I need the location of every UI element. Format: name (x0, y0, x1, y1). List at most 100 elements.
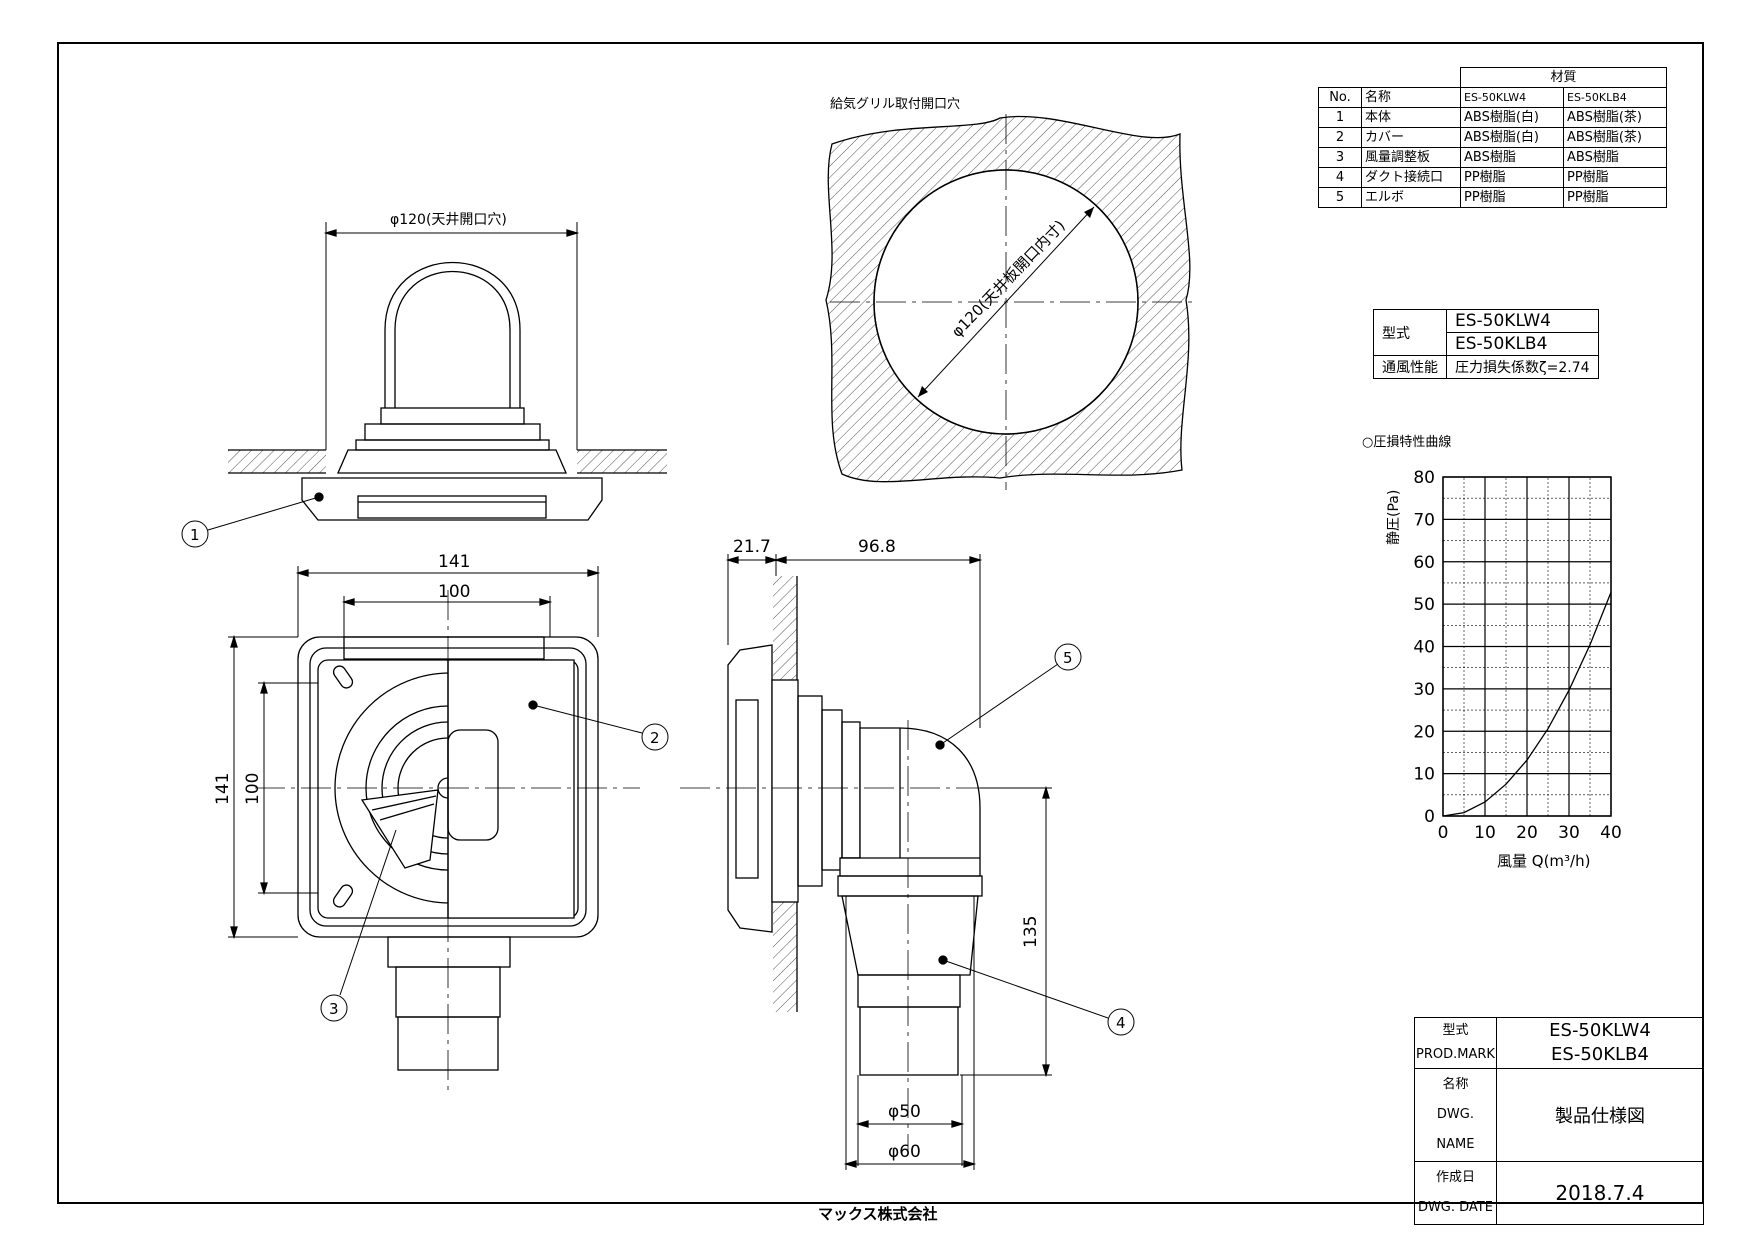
grille-opening-title: 給気グリル取付開口穴 (830, 96, 960, 112)
row-no: 2 (1318, 127, 1362, 148)
chart-series (1443, 592, 1611, 816)
spec-model-row: 型式 ES-50KLW4 (1373, 309, 1599, 356)
dim-135: 135 (1021, 916, 1041, 948)
chart-y-tick-label: 80 (1413, 468, 1435, 488)
model-label-en: PROD.MARK (1416, 1047, 1495, 1062)
row-no: 5 (1318, 187, 1362, 208)
chart-y-tick-label: 10 (1413, 765, 1435, 785)
row-material-b: ABS樹脂(茶) (1563, 127, 1667, 148)
row-name: 風量調整板 (1361, 147, 1461, 168)
chart-ticks: 0 10 20 30 40 50 60 70 80 0 10 20 30 40 (1413, 468, 1621, 843)
title-block-date-row: 作成日 DWG. DATE 2018.7.4 (1414, 1161, 1705, 1225)
model-value-2: ES-50KLB4 (1551, 1044, 1649, 1065)
row-name: 本体 (1361, 107, 1461, 128)
chart-x-tick-label: 40 (1600, 823, 1622, 843)
pressure-loss-chart: ○圧損特性曲線 静圧(Pa) 風量 Q(m³/h) 0 10 20 30 40 50 60 7… (1362, 434, 1622, 870)
part-callout-2: 2 (650, 729, 660, 747)
col-model-b: ES-50KLB4 (1563, 87, 1667, 108)
front-view (228, 566, 669, 1090)
company-name: マックス株式会社 (818, 1205, 938, 1223)
top-view (181, 222, 667, 548)
model-value-1: ES-50KLW4 (1549, 1020, 1651, 1041)
spec-model-2: ES-50KLB4 (1446, 332, 1599, 356)
row-material-w: ABS樹脂 (1460, 147, 1564, 168)
date-value: 2018.7.4 (1495, 1161, 1705, 1225)
dim-21-7: 21.7 (733, 537, 771, 557)
table-row: 4 ダクト接続口 PP樹脂 PP樹脂 (1318, 167, 1667, 188)
chart-y-tick-label: 40 (1413, 638, 1435, 658)
row-no: 4 (1318, 167, 1362, 188)
material-header: 材質 (1460, 67, 1667, 88)
part-callout-3: 3 (329, 1000, 339, 1018)
table-row: 3 風量調整板 ABS樹脂 ABS樹脂 (1318, 147, 1667, 168)
row-material-b: ABS樹脂(茶) (1563, 107, 1667, 128)
spec-model-1: ES-50KLW4 (1446, 309, 1599, 333)
board-opening-dim: φ120(天井板開口内寸) (948, 217, 1069, 341)
col-name: 名称 (1361, 87, 1461, 108)
row-material-w: PP樹脂 (1460, 167, 1564, 188)
date-label-jp: 作成日 (1435, 1170, 1475, 1185)
row-material-w: ABS樹脂(白) (1460, 107, 1564, 128)
title-block: 型式 PROD.MARK ES-50KLW4 ES-50KLB4 名称 DWG.… (1414, 1017, 1705, 1225)
row-material-b: PP樹脂 (1563, 187, 1667, 208)
spec-table: 型式 ES-50KLW4 ES-50KLB4 通風性能 圧力損失係数ζ=2.74 (1373, 309, 1599, 379)
chart-x-tick-label: 30 (1558, 823, 1580, 843)
table-row: 5 エルボ PP樹脂 PP樹脂 (1318, 187, 1667, 208)
title-block-name-row: 名称 DWG. NAME 製品仕様図 (1414, 1068, 1705, 1162)
col-no: No. (1318, 87, 1362, 108)
chart-y-tick-label: 70 (1413, 510, 1435, 530)
name-label-en: DWG. NAME (1436, 1107, 1475, 1152)
side-view (680, 554, 1135, 1170)
parts-table: 材質 No. 名称 ES-50KLW4 ES-50KLB4 1 本体 ABS樹脂… (1318, 67, 1667, 208)
sheet-border (57, 42, 1704, 1204)
chart-y-axis-label: 静圧(Pa) (1386, 490, 1402, 545)
row-material-w: PP樹脂 (1460, 187, 1564, 208)
part-callout-5: 5 (1063, 649, 1073, 667)
chart-x-tick-label: 0 (1438, 823, 1449, 843)
row-material-w: ABS樹脂(白) (1460, 127, 1564, 148)
dim-141-height: 141 (213, 773, 233, 805)
spec-perf-value: 圧力損失係数ζ=2.74 (1446, 355, 1599, 379)
dim-141-width: 141 (438, 552, 470, 572)
chart-x-tick-label: 20 (1516, 823, 1538, 843)
chart-x-axis-label: 風量 Q(m³/h) (1497, 852, 1590, 870)
spec-perf-row: 通風性能 圧力損失係数ζ=2.74 (1373, 355, 1599, 379)
chart-x-tick-label: 10 (1474, 823, 1496, 843)
row-name: ダクト接続口 (1361, 167, 1461, 188)
model-label: 型式 PROD.MARK (1414, 1017, 1497, 1069)
date-label-en: DWG. DATE (1417, 1200, 1493, 1215)
chart-y-tick-label: 30 (1413, 680, 1435, 700)
row-material-b: ABS樹脂 (1563, 147, 1667, 168)
dim-100-height: 100 (243, 773, 263, 805)
spec-model-label: 型式 (1373, 309, 1447, 356)
row-no: 1 (1318, 107, 1362, 128)
chart-y-tick-label: 60 (1413, 553, 1435, 573)
chart-title: ○圧損特性曲線 (1362, 434, 1451, 450)
name-label: 名称 DWG. NAME (1414, 1068, 1497, 1162)
chart-y-tick-label: 50 (1413, 595, 1435, 615)
title-block-model-row: 型式 PROD.MARK ES-50KLW4 ES-50KLB4 (1414, 1017, 1705, 1069)
row-no: 3 (1318, 147, 1362, 168)
part-callout-4: 4 (1116, 1014, 1126, 1032)
row-material-b: PP樹脂 (1563, 167, 1667, 188)
spec-perf-label: 通風性能 (1373, 355, 1447, 379)
dim-100-width: 100 (438, 582, 470, 602)
table-row: 1 本体 ABS樹脂(白) ABS樹脂(茶) (1318, 107, 1667, 128)
table-row: 2 カバー ABS樹脂(白) ABS樹脂(茶) (1318, 127, 1667, 148)
chart-y-tick-label: 0 (1424, 807, 1435, 827)
row-name: カバー (1361, 127, 1461, 148)
parts-table-header: No. 名称 ES-50KLW4 ES-50KLB4 (1318, 87, 1667, 108)
model-label-jp: 型式 (1442, 1023, 1469, 1038)
date-label: 作成日 DWG. DATE (1414, 1161, 1497, 1225)
chart-series-line (1443, 592, 1611, 816)
parts-table-header-top: 材質 (1319, 67, 1667, 88)
dim-96-8: 96.8 (858, 537, 896, 557)
chart-y-tick-label: 20 (1413, 722, 1435, 742)
grille-opening-detail (825, 114, 1196, 490)
dim-phi60: φ60 (888, 1142, 921, 1162)
model-value: ES-50KLW4 ES-50KLB4 (1495, 1017, 1705, 1069)
part-callout-1: 1 (190, 526, 200, 544)
name-label-jp: 名称 (1442, 1077, 1469, 1092)
name-value: 製品仕様図 (1495, 1068, 1705, 1162)
